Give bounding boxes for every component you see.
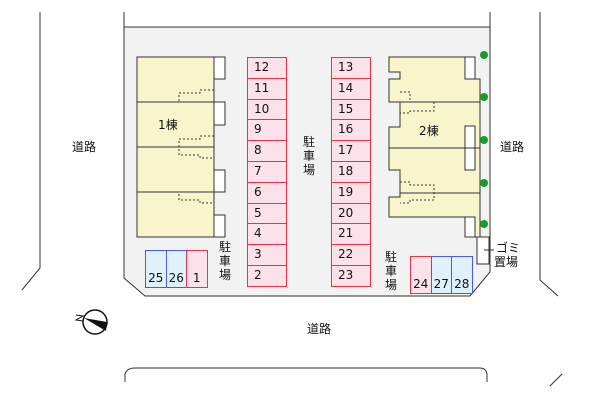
building-2 <box>388 56 481 238</box>
road-label-right: 道路 <box>500 140 525 154</box>
parking-label-center: 駐車場 <box>302 135 315 177</box>
parking-space: 5 <box>247 202 287 225</box>
parking-space: 27 <box>430 256 452 294</box>
parking-space: 15 <box>331 98 371 121</box>
compass-icon <box>74 309 108 335</box>
parking-space: 6 <box>247 181 287 204</box>
parking-space: 12 <box>247 57 287 79</box>
road-edge-bottom <box>124 367 488 382</box>
parking-space: 8 <box>247 140 287 162</box>
parking-space: 20 <box>331 202 371 225</box>
garbage-label-2: 置場 <box>494 255 519 269</box>
parking-label-left: 駐車場 <box>218 240 231 282</box>
building-1-label: 1棟 <box>158 118 178 132</box>
parking-space: 28 <box>451 256 473 294</box>
parking-space: 1 <box>186 250 208 288</box>
building-1 <box>136 56 226 238</box>
parking-space: 26 <box>165 250 187 288</box>
parking-label-right: 駐車場 <box>384 250 397 292</box>
road-edge-right <box>539 12 559 297</box>
building-2-label: 2棟 <box>419 124 439 138</box>
parking-space: 22 <box>331 244 371 266</box>
parking-space: 25 <box>145 250 167 288</box>
road-label-bottom: 道路 <box>307 322 332 336</box>
garbage-label-1: ゴミ <box>496 241 521 255</box>
parking-space: 19 <box>331 181 371 204</box>
parking-space: 4 <box>247 223 287 246</box>
road-label-left: 道路 <box>72 140 97 154</box>
parking-space: 16 <box>331 119 371 142</box>
parking-space: 10 <box>247 98 287 121</box>
parking-space: 9 <box>247 119 287 142</box>
trees <box>480 51 488 228</box>
parking-space: 7 <box>247 161 287 183</box>
parking-space: 11 <box>247 77 287 100</box>
parking-space: 18 <box>331 161 371 183</box>
parking-space: 23 <box>331 265 371 287</box>
parking-space: 24 <box>410 256 432 294</box>
parking-space: 17 <box>331 140 371 162</box>
parking-space: 2 <box>247 265 287 287</box>
parking-space: 3 <box>247 244 287 266</box>
parking-space: 13 <box>331 57 371 79</box>
parking-space: 21 <box>331 223 371 246</box>
road-edge-left <box>21 12 41 291</box>
parking-space: 14 <box>331 77 371 100</box>
